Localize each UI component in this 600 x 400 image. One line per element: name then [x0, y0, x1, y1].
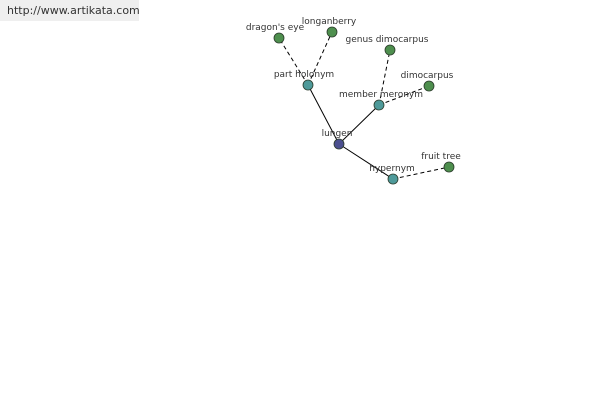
node-label-hypernym: hypernym: [369, 164, 415, 174]
label-layer: lungen part holonym dragon's eyelonganberr…: [246, 17, 461, 174]
edge-member-meronym-genus-dimocarpus: [378, 49, 391, 106]
node-label-lungen: lungen: [322, 129, 353, 139]
url-watermark: http://www.artikata.com: [0, 0, 140, 21]
node-layer: [273, 26, 455, 185]
node-label-part-holonym: part holonym: [274, 70, 334, 80]
node-fruit-tree[interactable]: [443, 161, 455, 173]
node-member-meronym[interactable]: [373, 99, 385, 111]
edge-part-holonym-dragons-eye: [278, 37, 309, 86]
node-label-longanberry: longanberry: [302, 17, 357, 27]
node-longanberry[interactable]: [326, 26, 338, 38]
node-dimocarpus[interactable]: [423, 80, 435, 92]
edge-hypernym-fruit-tree: [392, 166, 450, 180]
node-label-genus-dimocarpus: genus dimocarpus: [346, 35, 429, 45]
node-genus-dimocarpus[interactable]: [384, 44, 396, 56]
node-label-member-meronym: member meronym: [339, 90, 423, 100]
node-dragons-eye[interactable]: [273, 32, 285, 44]
node-label-dimocarpus: dimocarpus: [401, 71, 454, 81]
edge-part-holonym-longanberry: [307, 31, 333, 86]
node-label-fruit-tree: fruit tree: [421, 152, 461, 162]
edge-member-meronym-dimocarpus: [378, 85, 430, 106]
node-lungen[interactable]: [333, 138, 345, 150]
edge-layer: [278, 31, 450, 180]
edge-lungen-part-holonym: [307, 84, 340, 145]
edge-lungen-hypernym: [338, 143, 394, 180]
node-hypernym[interactable]: [387, 173, 399, 185]
edge-lungen-member-meronym: [338, 104, 380, 145]
node-part-holonym[interactable]: [302, 79, 314, 91]
node-label-dragons-eye: dragon's eye: [246, 23, 305, 33]
